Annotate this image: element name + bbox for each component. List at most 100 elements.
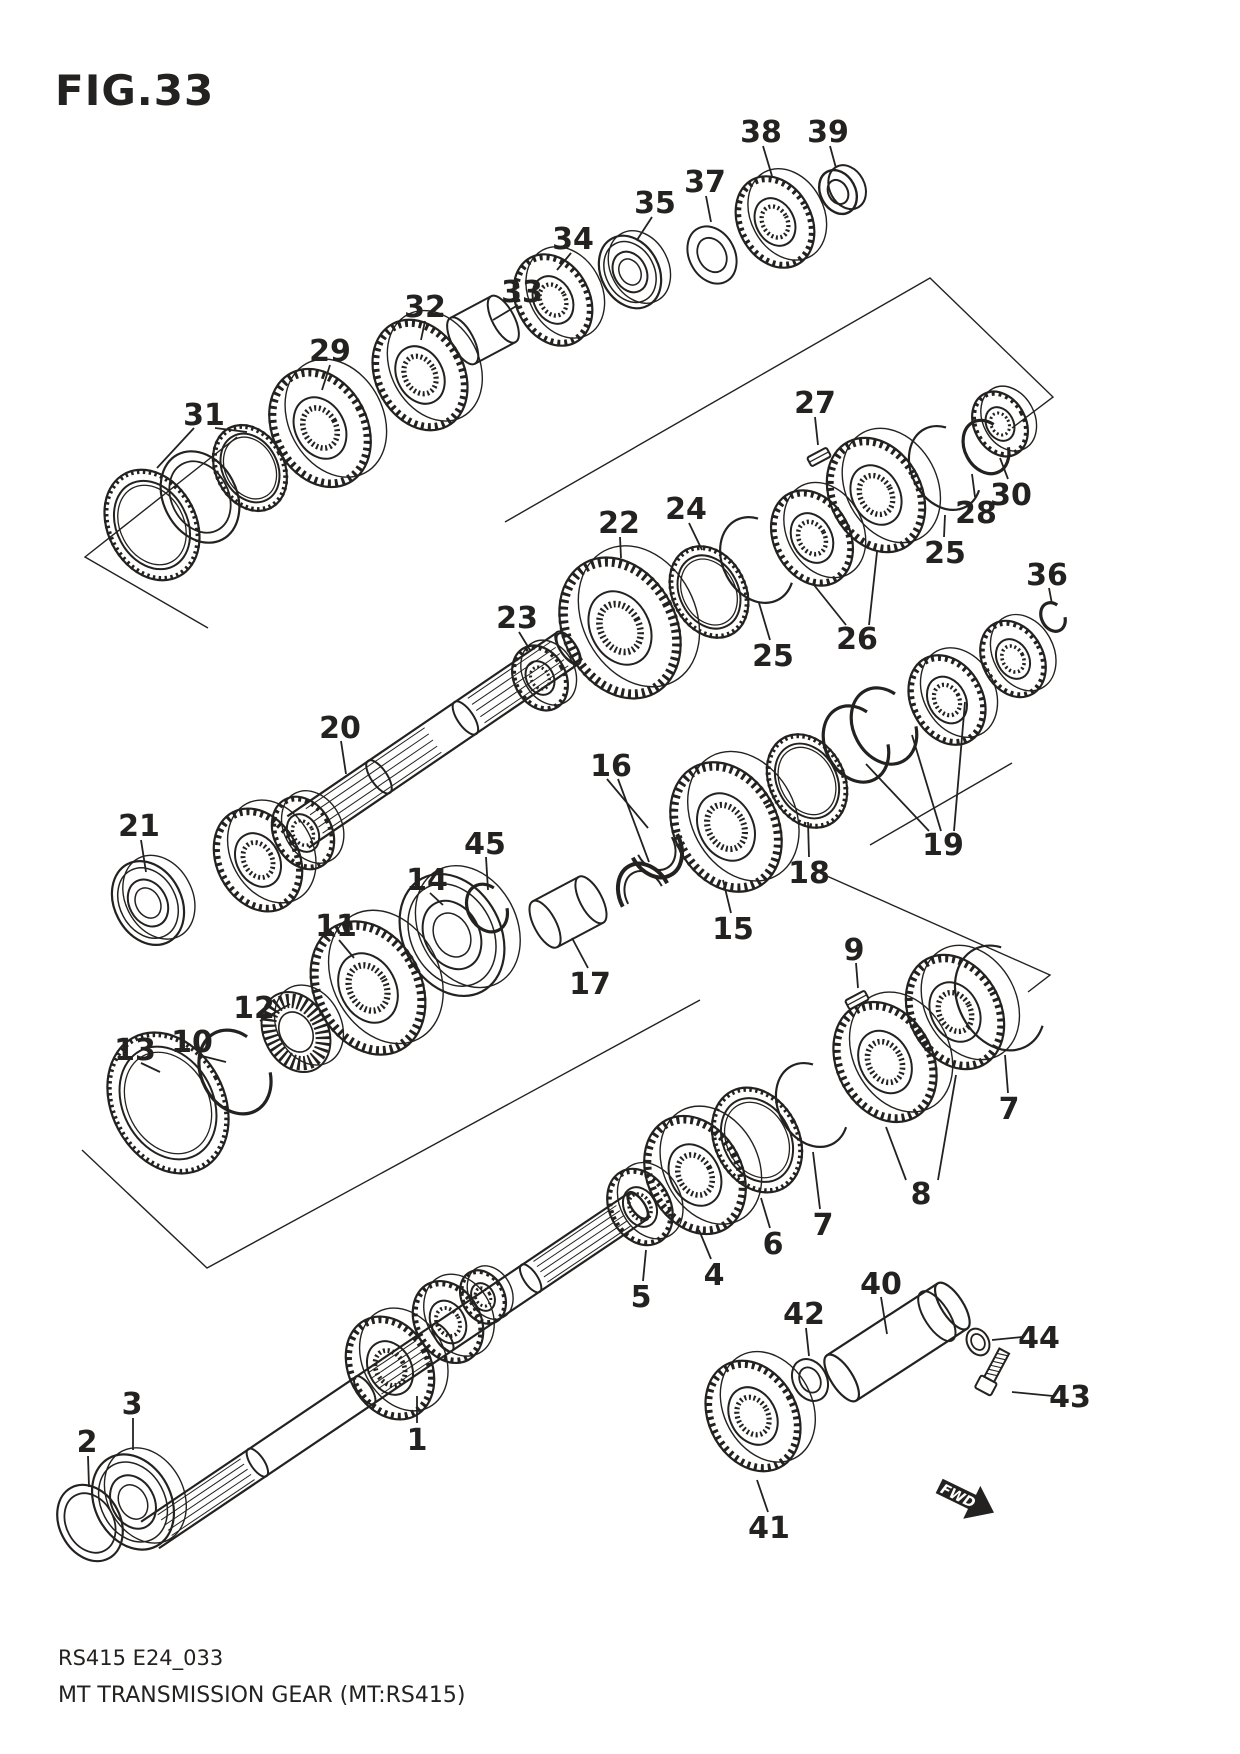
part-number-37: 37	[684, 165, 726, 200]
part-number-27: 27	[794, 386, 836, 421]
fwd-arrow: FWD	[935, 1478, 995, 1519]
part-1c	[458, 1265, 514, 1325]
part-number-14: 14	[406, 863, 448, 898]
callout-17: 17	[569, 937, 611, 1002]
figure-caption: MT TRANSMISSION GEAR (MT:RS415)	[58, 1682, 466, 1708]
part-number-20: 20	[319, 711, 361, 746]
callout-44: 44	[991, 1321, 1060, 1356]
callout-2: 2	[77, 1425, 98, 1488]
fwd-arrow-shape	[935, 1478, 995, 1519]
part-number-1: 1	[407, 1423, 428, 1458]
part-25b	[907, 424, 983, 512]
callout-45: 45	[464, 827, 506, 891]
part-number-35: 35	[634, 186, 676, 221]
callout-40: 40	[860, 1267, 902, 1335]
figure-code: RS415 E24_033	[58, 1646, 224, 1670]
part-31a	[103, 468, 201, 582]
callout-36: 36	[1026, 558, 1068, 605]
part-21	[110, 854, 196, 947]
callout-21: 21	[118, 809, 160, 873]
callout-31: 31	[156, 398, 248, 469]
part-number-28: 28	[955, 496, 997, 531]
part-number-34: 34	[552, 222, 594, 257]
part-number-8: 8	[911, 1177, 932, 1212]
callout-11: 11	[315, 909, 357, 959]
part-4	[643, 1105, 763, 1236]
callout-42: 42	[783, 1297, 825, 1357]
part-41	[704, 1350, 817, 1473]
callout-4: 4	[698, 1229, 725, 1293]
callout-8: 8	[885, 1074, 957, 1212]
part-number-2: 2	[77, 1425, 98, 1460]
part-number-24: 24	[665, 492, 707, 527]
part-1a	[344, 1307, 449, 1421]
part-number-10: 10	[171, 1025, 213, 1060]
part-number-43: 43	[1049, 1380, 1091, 1415]
part-20a	[212, 799, 317, 913]
part-27	[806, 447, 832, 467]
part-14	[398, 864, 521, 998]
part-18	[765, 733, 849, 829]
callout-14: 14	[406, 863, 448, 906]
part-10	[197, 1028, 273, 1116]
part-13	[106, 1031, 230, 1175]
callout-9: 9	[844, 933, 864, 989]
part-45	[464, 882, 510, 934]
callout-5: 5	[631, 1249, 652, 1315]
callout-33: 33	[492, 275, 543, 321]
part-16a	[625, 812, 685, 880]
part-9	[844, 990, 870, 1010]
callout-10: 10	[171, 1025, 227, 1063]
part-number-30: 30	[990, 478, 1032, 513]
part-number-5: 5	[631, 1280, 652, 1315]
part-number-36: 36	[1026, 558, 1068, 593]
part-number-23: 23	[496, 601, 538, 636]
callout-7: 7	[812, 1151, 833, 1243]
part-number-21: 21	[118, 809, 160, 844]
figure-title: FIG.33	[55, 66, 215, 115]
callout-41: 41	[748, 1479, 790, 1546]
callout-25: 25	[924, 514, 966, 571]
part-number-22: 22	[598, 506, 640, 541]
part-number-41: 41	[748, 1511, 790, 1546]
part-19b	[849, 686, 919, 766]
callout-7: 7	[999, 1054, 1020, 1127]
part-number-13: 13	[114, 1033, 156, 1068]
part-29	[268, 358, 388, 489]
part-3	[90, 1447, 188, 1551]
part-number-29: 29	[309, 334, 351, 369]
callout-18: 18	[788, 821, 830, 891]
part-number-39: 39	[807, 115, 849, 150]
part-number-7: 7	[999, 1092, 1020, 1127]
callout-37: 37	[684, 165, 726, 223]
part-6	[710, 1086, 804, 1194]
part-44	[965, 1327, 991, 1357]
callout-34: 34	[552, 222, 594, 271]
callout-15: 15	[712, 879, 754, 947]
callout-26: 26	[813, 551, 878, 657]
part-23	[511, 639, 578, 712]
part-number-19: 19	[922, 828, 964, 863]
part-number-44: 44	[1018, 1321, 1060, 1356]
group-frame-lines	[81, 277, 1055, 1269]
group-shafts	[140, 630, 650, 1550]
part-number-15: 15	[712, 912, 754, 947]
callout-28: 28	[955, 473, 997, 531]
part-number-17: 17	[569, 967, 611, 1002]
part-33	[446, 294, 520, 366]
callout-6: 6	[760, 1197, 783, 1262]
part-36	[1039, 601, 1067, 633]
part-number-4: 4	[704, 1258, 725, 1293]
callout-12: 12	[233, 991, 291, 1026]
part-7b	[953, 944, 1047, 1052]
callout-30: 30	[990, 457, 1032, 513]
callout-24: 24	[665, 492, 707, 551]
part-number-45: 45	[464, 827, 506, 862]
callout-13: 13	[114, 1033, 161, 1073]
part-19a	[821, 704, 891, 784]
part-number-25: 25	[752, 639, 794, 674]
part-22	[558, 545, 701, 700]
callout-16: 16	[590, 749, 650, 863]
